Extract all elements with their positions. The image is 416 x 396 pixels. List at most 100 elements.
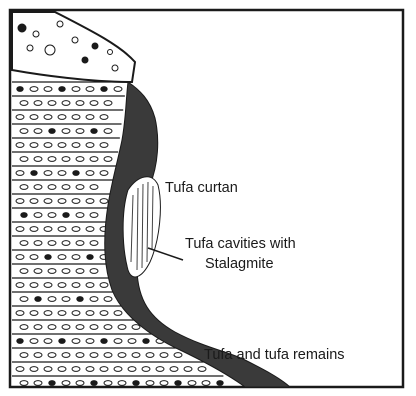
pebble <box>34 157 42 162</box>
pebble <box>16 171 24 176</box>
pebble <box>174 353 182 358</box>
pebble <box>58 311 66 316</box>
pebble <box>146 381 154 386</box>
rubble-stone <box>18 24 26 32</box>
pebble <box>104 381 112 386</box>
rubble-stone <box>27 45 33 51</box>
pebble <box>76 353 84 358</box>
pebble <box>34 101 42 106</box>
label-tufa-cavities: Tufa cavities with <box>185 236 296 252</box>
pebble <box>48 213 56 218</box>
pebble-dark <box>133 381 139 386</box>
pebble <box>16 115 24 120</box>
pebble <box>90 297 98 302</box>
pebble <box>90 101 98 106</box>
pebble <box>72 227 80 232</box>
pebble <box>90 157 98 162</box>
pebble <box>58 283 66 288</box>
pebble <box>100 199 108 204</box>
pebble <box>44 171 52 176</box>
pebble <box>16 367 24 372</box>
pebble <box>30 115 38 120</box>
pebble <box>20 381 28 386</box>
pebble <box>34 185 42 190</box>
pebble <box>90 213 98 218</box>
pebble <box>72 367 80 372</box>
pebble <box>86 367 94 372</box>
pebble <box>16 311 24 316</box>
pebble <box>104 157 112 162</box>
pebble <box>58 115 66 120</box>
pebble <box>58 255 66 260</box>
pebble <box>118 353 126 358</box>
pebble <box>62 241 70 246</box>
pebble <box>58 171 66 176</box>
pebble-dark <box>31 171 37 176</box>
pebble <box>86 143 94 148</box>
pebble <box>62 353 70 358</box>
label-tufa-remains: Tufa and tufa remains <box>204 347 345 363</box>
pebble-dark <box>77 297 83 302</box>
pebble <box>100 171 108 176</box>
pebble <box>146 353 154 358</box>
pebble <box>132 353 140 358</box>
pebble-dark <box>59 87 65 92</box>
pebble <box>44 367 52 372</box>
pebble <box>118 381 126 386</box>
pebble <box>62 381 70 386</box>
pebble <box>90 269 98 274</box>
pebble <box>16 283 24 288</box>
pebble <box>86 199 94 204</box>
pebble <box>90 353 98 358</box>
pebble-dark <box>59 339 65 344</box>
pebble <box>20 157 28 162</box>
pebble <box>16 143 24 148</box>
pebble <box>62 297 70 302</box>
pebble <box>20 297 28 302</box>
pebble <box>72 87 80 92</box>
pebble <box>48 353 56 358</box>
pebble <box>114 367 122 372</box>
pebble <box>20 129 28 134</box>
pebble <box>86 339 94 344</box>
pebble <box>128 367 136 372</box>
pebble <box>34 381 42 386</box>
rubble-stone <box>33 31 39 37</box>
rubble-stone <box>108 50 113 55</box>
pebble <box>20 353 28 358</box>
pebble <box>44 339 52 344</box>
pebble <box>34 241 42 246</box>
pebble <box>16 255 24 260</box>
pebble <box>198 367 206 372</box>
pebble <box>76 213 84 218</box>
pebble-dark <box>35 297 41 302</box>
pebble-dark <box>73 171 79 176</box>
pebble <box>72 311 80 316</box>
pebble <box>48 297 56 302</box>
pebble-dark <box>63 213 69 218</box>
pebble <box>184 367 192 372</box>
pebble <box>44 143 52 148</box>
pebble <box>100 367 108 372</box>
pebble <box>20 241 28 246</box>
pebble <box>30 87 38 92</box>
pebble <box>44 311 52 316</box>
pebble <box>34 353 42 358</box>
pebble-dark <box>49 381 55 386</box>
pebble <box>20 325 28 330</box>
pebble <box>48 325 56 330</box>
pebble <box>160 353 168 358</box>
pebble <box>62 101 70 106</box>
pebble <box>34 129 42 134</box>
rubble-stone <box>72 37 78 43</box>
pebble <box>100 311 108 316</box>
pebble <box>44 283 52 288</box>
pebble <box>48 157 56 162</box>
pebble <box>86 311 94 316</box>
pebble <box>30 199 38 204</box>
pebble <box>30 143 38 148</box>
rubble-stone <box>45 45 55 55</box>
pebble-dark <box>21 213 27 218</box>
pebble <box>76 129 84 134</box>
